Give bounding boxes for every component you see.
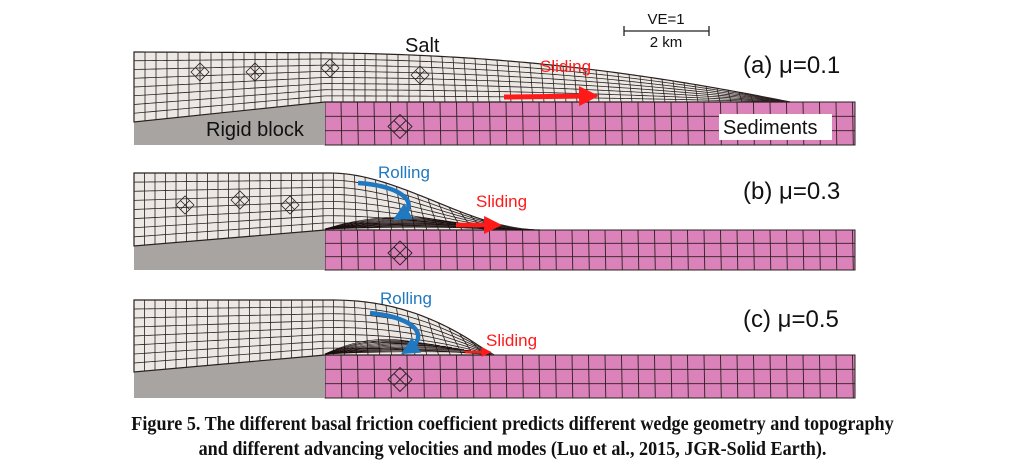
rigid-block (134, 102, 325, 145)
sliding-label-b: Sliding (476, 192, 527, 211)
panel-c-mu-0.5: (c) μ=0.5 Rolling Sliding (133, 289, 856, 399)
rolling-label-c: Rolling (380, 289, 432, 308)
sediments-label-box (719, 114, 832, 140)
panel-b-mu-0.3: (b) μ=0.3 Rolling Sliding (133, 163, 856, 271)
scale-bar-distance-label: 2 km (650, 34, 683, 51)
rigid-block (134, 355, 325, 398)
rigid-block-label: Rigid block (206, 119, 305, 141)
salt-mesh (133, 300, 495, 372)
sediments-mesh (325, 354, 855, 399)
sediments-label: Sediments (723, 117, 818, 139)
panel-c-geology (133, 299, 856, 399)
sediments-layer (324, 354, 856, 399)
panel-a-title: (a) μ=0.1 (743, 52, 840, 79)
caption-line-2: and different advancing velocities and m… (198, 439, 827, 460)
figure-5-wedge-models: VE=1 2 km Salt (a) μ=0.1 Sliding Rigid b… (133, 11, 856, 399)
panel-b-title: (b) μ=0.3 (743, 178, 840, 205)
sediments-layer (324, 229, 856, 271)
scale-bar: VE=1 2 km (623, 11, 710, 51)
sliding-arrow-a (503, 86, 599, 107)
scale-bar-ve-label: VE=1 (647, 11, 684, 28)
rolling-arrow-c (369, 310, 422, 355)
caption-line-1: Figure 5. The different basal friction c… (131, 414, 894, 435)
panel-b-geology (133, 172, 856, 271)
sediments-mesh (325, 229, 855, 271)
panel-c-title: (c) μ=0.5 (743, 306, 839, 333)
figure-caption: Figure 5. The different basal friction c… (36, 412, 989, 462)
sliding-label-c: Sliding (486, 331, 537, 350)
panel-a-mu-0.1: Salt (a) μ=0.1 Sliding Rigid block Sedim… (133, 35, 856, 146)
salt-mesh (133, 52, 791, 121)
rigid-block (134, 230, 325, 270)
sliding-label-a: Sliding (540, 57, 591, 76)
rolling-arrow-b (357, 180, 414, 220)
rolling-label-b: Rolling (378, 163, 430, 182)
salt-label: Salt (405, 35, 440, 57)
salt-layer (133, 51, 791, 123)
